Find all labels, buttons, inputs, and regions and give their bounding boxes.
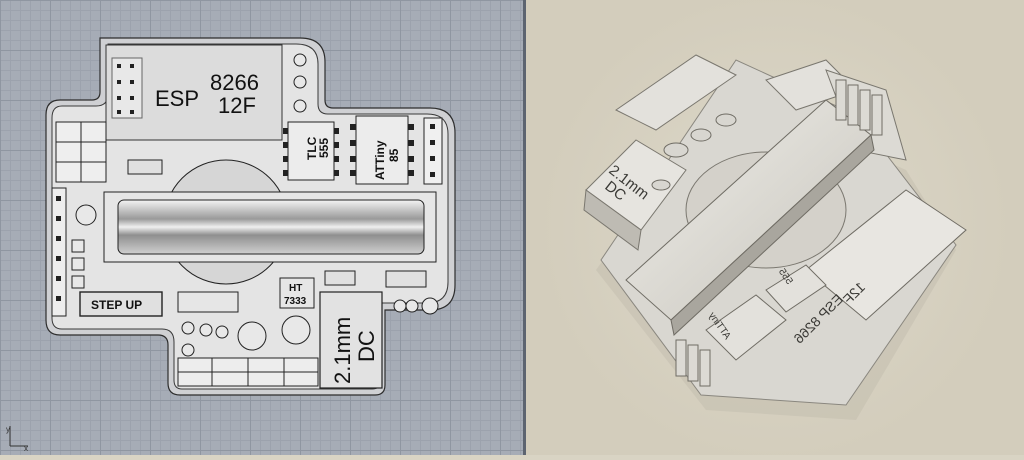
tlc-555-text: 555	[317, 138, 331, 158]
render-drawing: 2.1mm DC ESP 8266 12F ATTiny 555	[583, 54, 967, 420]
attiny-text: ATTiny	[373, 140, 387, 180]
bottom-components	[181, 315, 311, 357]
axis-x-label: x	[24, 444, 28, 452]
dc-2-1mm-text: 2.1mm	[330, 317, 355, 384]
step-up-text: STEP UP	[91, 298, 142, 312]
top-viewport[interactable]: ESP 8266 12F TLC 555 ATTiny 85	[0, 0, 523, 455]
esp-text: ESP	[155, 86, 199, 111]
dc-text: DC	[354, 330, 379, 362]
top-view-drawing: ESP 8266 12F TLC 555 ATTiny 85	[45, 37, 456, 396]
render-headers	[675, 79, 883, 387]
esp-12f-text: 12F	[218, 93, 256, 118]
esp-8266-text: 8266	[210, 70, 259, 95]
battery-cell	[117, 199, 425, 255]
axis-gizmo: y x	[6, 425, 28, 452]
viewport-divider[interactable]	[523, 0, 526, 455]
attiny-85-text: 85	[387, 148, 401, 162]
tlc-text: TLC	[305, 136, 319, 160]
tlc555-chip	[287, 121, 335, 181]
ht-text: HT	[289, 283, 302, 294]
perspective-viewport[interactable]: 2.1mm DC ESP 8266 12F ATTiny 555	[526, 0, 1024, 455]
left-header	[51, 187, 67, 317]
ht7333-chip	[279, 277, 315, 309]
attiny-chip	[355, 115, 409, 185]
render-tlc-chip	[765, 264, 827, 313]
right-header	[423, 117, 443, 185]
step-up-module	[79, 291, 163, 317]
dc-jack	[319, 291, 383, 389]
render-esp-module	[805, 189, 967, 321]
axis-y-label: y	[6, 425, 10, 434]
ht-7333-text: 7333	[284, 296, 307, 307]
render-attiny-chip	[705, 294, 787, 361]
esp-pads	[117, 64, 134, 114]
top-right-components	[293, 53, 307, 113]
